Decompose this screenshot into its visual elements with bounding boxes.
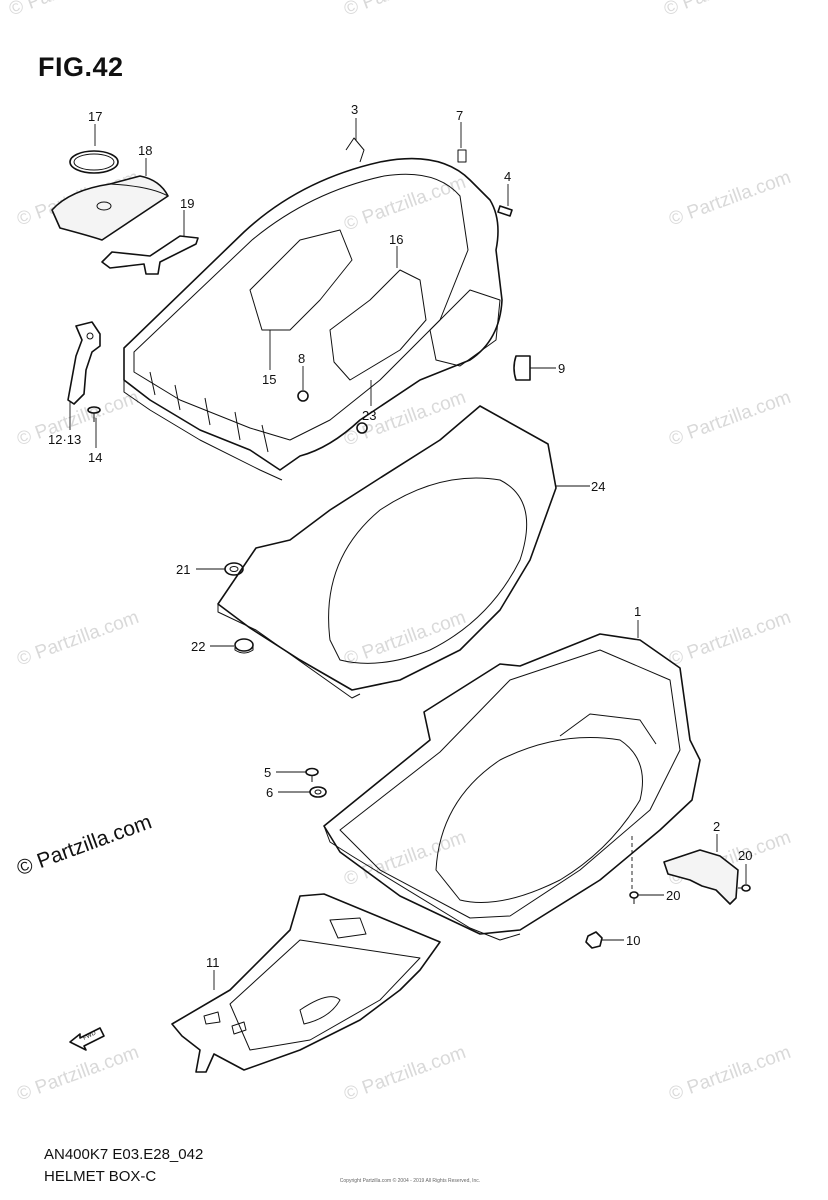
callout-21: 21: [176, 562, 190, 577]
upper-helmet-box-part: [123, 137, 503, 481]
bolt-part: [297, 390, 309, 402]
callout-10: 10: [626, 933, 640, 948]
screw-part: [738, 884, 751, 892]
bracket-part: [101, 235, 199, 275]
copyright-notice: Copyright Partzilla.com © 2004 - 2019 Al…: [339, 1178, 481, 1184]
callout-11: 11: [206, 955, 220, 970]
callout-12-13: 12·13: [48, 432, 81, 447]
grommet-part: [356, 422, 368, 434]
washer-part: [309, 786, 327, 798]
callout-23: 23: [362, 408, 376, 423]
lid-cover-part: [51, 175, 169, 241]
forward-arrow-icon: FWD: [69, 1027, 105, 1051]
callout-17: 17: [88, 109, 102, 124]
nut-part: [234, 638, 254, 654]
side-stay-part: [67, 321, 101, 405]
callout-20-lower: 20: [666, 888, 680, 903]
grommet-part: [224, 562, 244, 576]
bolt-part: [497, 205, 513, 217]
o-ring-part: [69, 150, 119, 174]
bolt-part: [305, 767, 319, 782]
callout-18: 18: [138, 143, 152, 158]
forward-label: FWD: [82, 1030, 98, 1042]
callout-1: 1: [634, 604, 641, 619]
callout-4: 4: [504, 169, 511, 184]
nut-part: [585, 931, 603, 949]
callout-8: 8: [298, 351, 305, 366]
callout-7: 7: [456, 108, 463, 123]
screw-part: [87, 406, 101, 422]
callout-9: 9: [558, 361, 565, 376]
footer-name: HELMET BOX-C: [44, 1168, 157, 1185]
side-bracket-part: [663, 849, 739, 905]
callout-15: 15: [262, 372, 276, 387]
callout-20-right: 20: [738, 848, 752, 863]
under-panel-part: [171, 893, 441, 1073]
callout-16: 16: [389, 232, 403, 247]
callout-22: 22: [191, 639, 205, 654]
figure-title: FIG.42: [38, 52, 124, 82]
screw-part: [629, 891, 639, 904]
callout-6: 6: [266, 785, 273, 800]
callout-labels: 17 18 19 3 7 4 16 15 8 9 23 12·13 14 24 …: [48, 102, 752, 970]
callout-24: 24: [591, 479, 605, 494]
callout-3: 3: [351, 102, 358, 117]
callout-2: 2: [713, 819, 720, 834]
lower-helmet-box-part: [323, 633, 701, 941]
inner-liner-part: [217, 405, 557, 699]
leader-lines: [69, 118, 747, 990]
callout-5: 5: [264, 765, 271, 780]
callout-19: 19: [180, 196, 194, 211]
callout-14: 14: [88, 450, 102, 465]
clip-part: [513, 355, 531, 381]
footer-code: AN400K7 E03.E28_042: [44, 1146, 204, 1163]
